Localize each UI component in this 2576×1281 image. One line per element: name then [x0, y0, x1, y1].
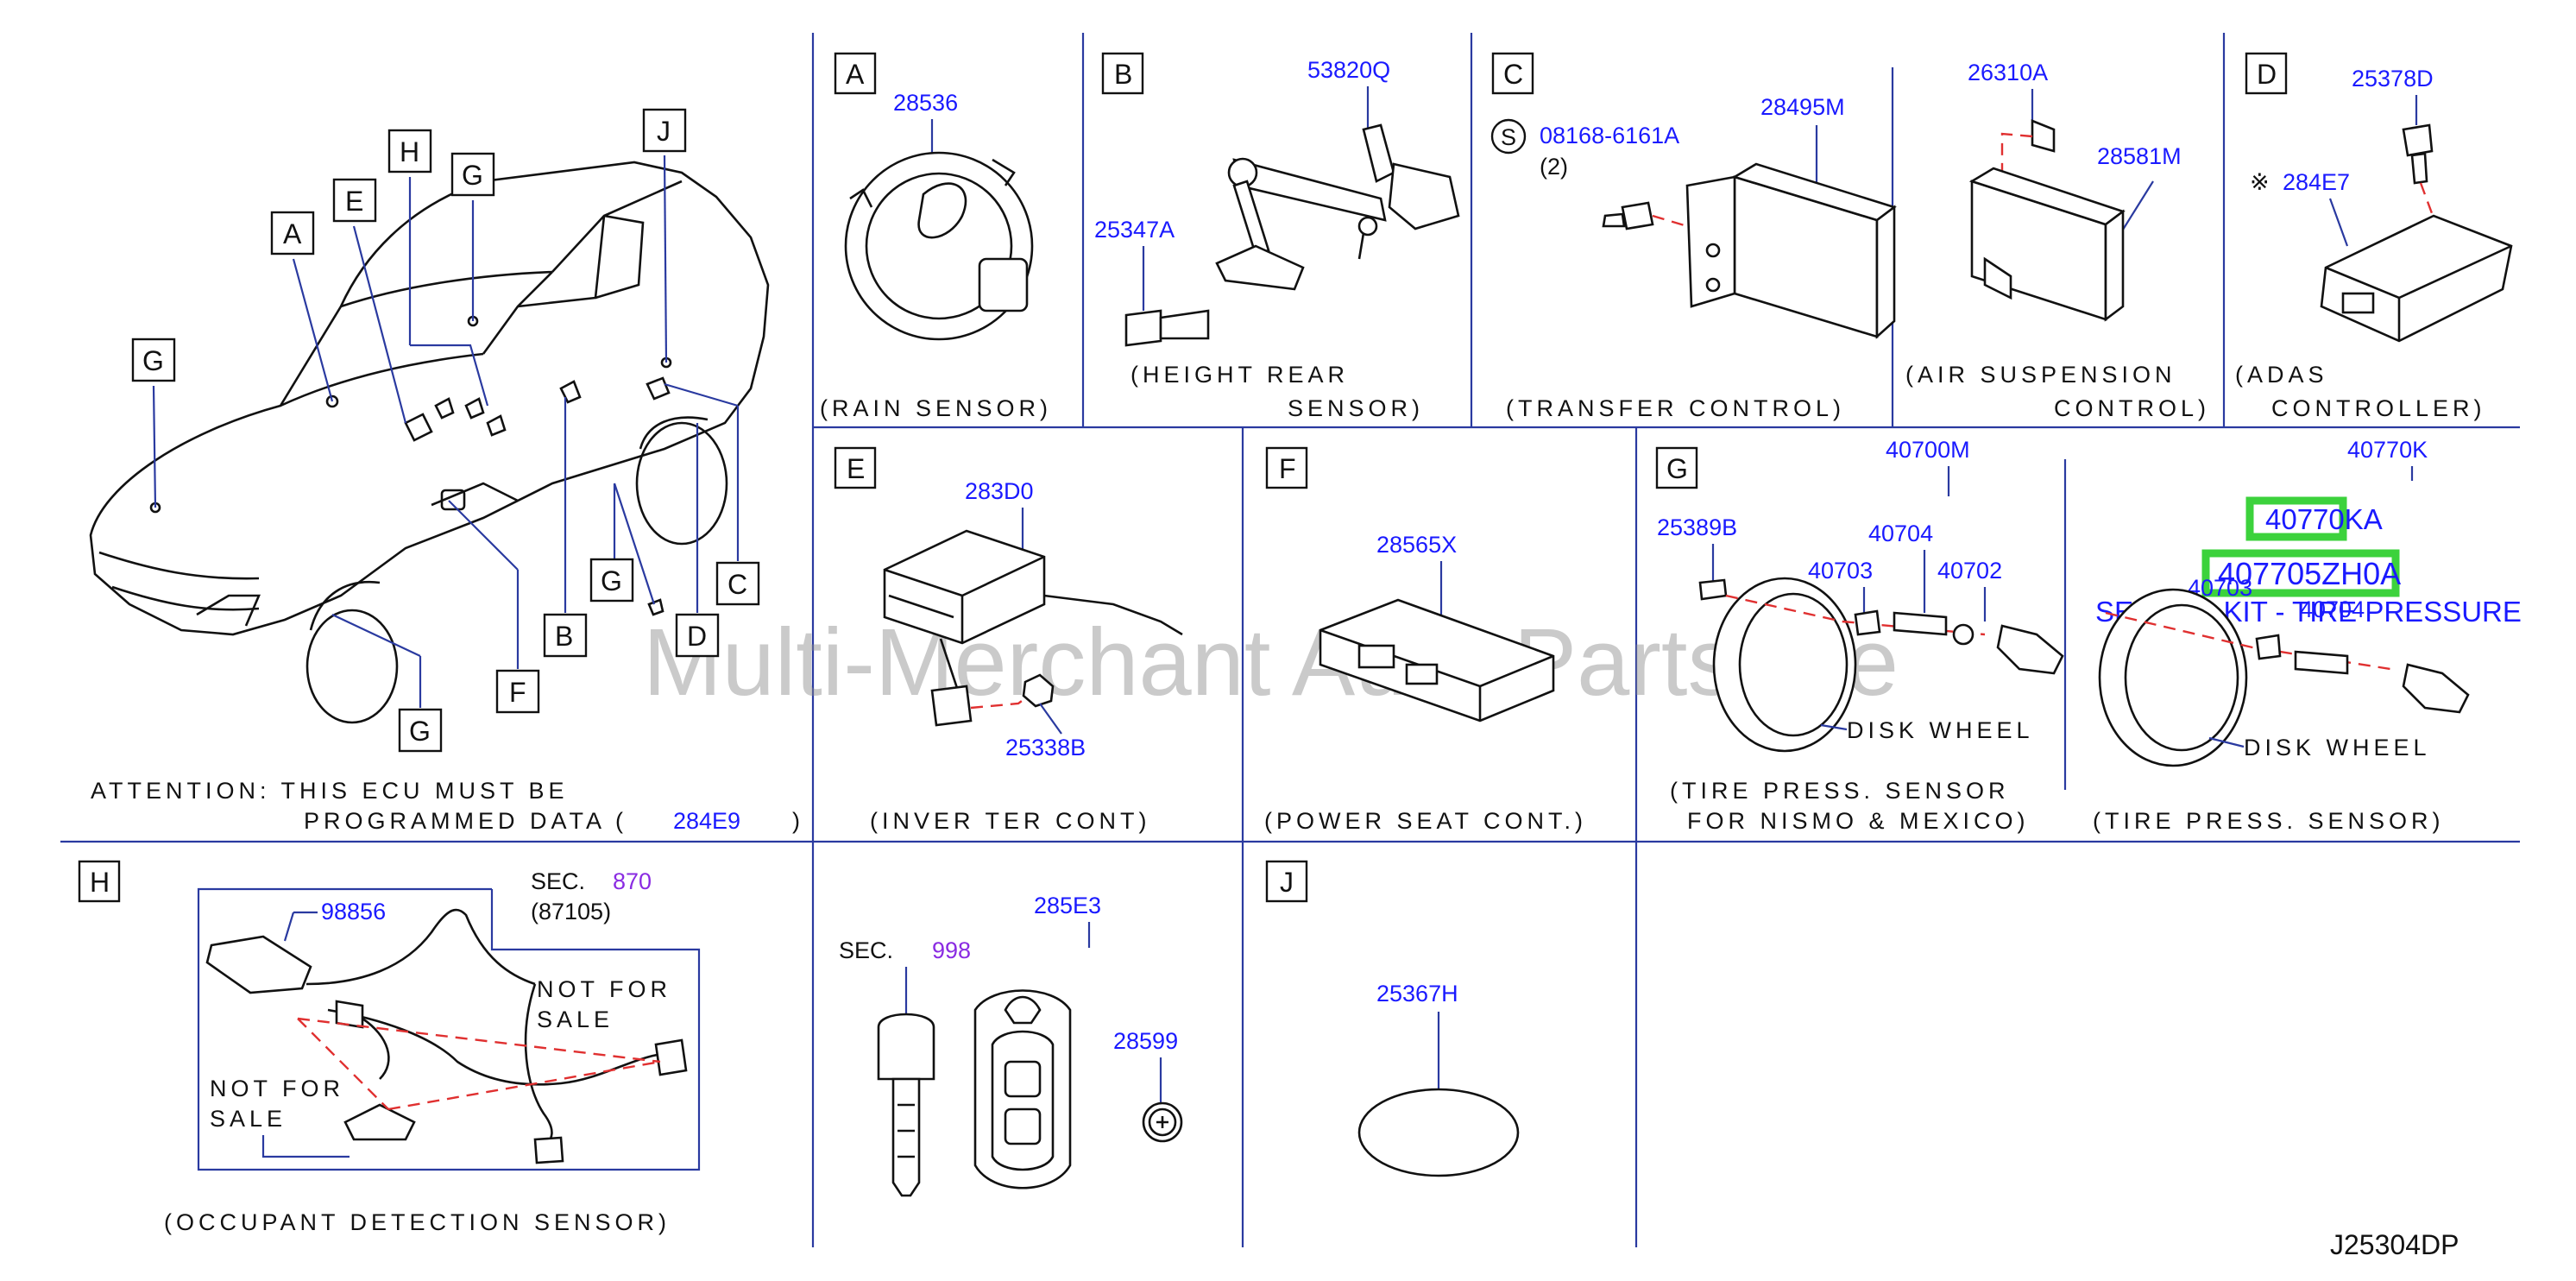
highlight-40770KA: 40770KA — [2265, 503, 2383, 535]
not-for-sale-1a: NOT FOR — [537, 976, 671, 1002]
section-key: SEC. 998 285E3 28599 — [839, 893, 1183, 1197]
section-c: C S 08168-6161A (2) 28495M (TRANSFER CON… — [1490, 52, 2210, 421]
part-25347A: 25347A — [1094, 217, 1175, 243]
callout-b: B — [555, 621, 573, 652]
part-28581M: 28581M — [2097, 143, 2182, 169]
callout-a: A — [283, 218, 302, 249]
part-283D0: 283D0 — [965, 478, 1034, 504]
section-b: B 53820Q 25347A (HEIGHT REAR SENSOR) — [1094, 52, 1460, 421]
section-g-left: G 40700M 25389B 40704 40703 40702 DISK W… — [1655, 437, 2064, 834]
callout-e: E — [345, 186, 363, 217]
part-285E3: 285E3 — [1034, 893, 1101, 918]
part-40704-left: 40704 — [1868, 521, 1933, 546]
sec-998-ref: 998 — [932, 937, 971, 963]
caption-tire-press-sensor: (TIRE PRESS. SENSOR) — [2093, 808, 2445, 834]
part-25389B: 25389B — [1657, 514, 1737, 540]
sec-998-label: SEC. — [839, 937, 893, 963]
svg-text:E: E — [847, 453, 865, 484]
watermark: Multi-Merchant Auto Partstore — [643, 609, 1899, 716]
caption-inverter-cont: (INVER TER CONT) — [870, 808, 1151, 834]
attention-code: 284E9 — [673, 808, 740, 834]
overview-callouts: A E H G J G G C D B F G — [131, 108, 760, 753]
part-53820Q: 53820Q — [1307, 57, 1390, 83]
section-f: F 28565X (POWER SEAT CONT.) — [1264, 446, 1587, 834]
part-25378D: 25378D — [2352, 66, 2434, 92]
sub-ref-87105: (87105) — [531, 899, 611, 924]
svg-text:G: G — [1666, 453, 1688, 484]
callout-c: C — [727, 569, 747, 600]
part-40700M: 40700M — [1886, 437, 1970, 463]
diagram-code: J25304DP — [2330, 1229, 2459, 1260]
attention-line-2: PROGRAMMED DATA ( — [304, 808, 627, 834]
svg-text:B: B — [1114, 59, 1132, 90]
callout-f: F — [509, 677, 526, 708]
part-284E7: 284E7 — [2283, 169, 2350, 195]
part-40770K: 40770K — [2347, 437, 2428, 463]
part-28565X: 28565X — [1376, 532, 1457, 558]
not-for-sale-2a: NOT FOR — [210, 1076, 344, 1101]
caption-transfer-control: (TRANSFER CONTROL) — [1506, 395, 1845, 421]
disk-wheel-right: DISK WHEEL — [2244, 735, 2431, 760]
highlight-407705ZH0A: 407705ZH0A — [2218, 556, 2401, 591]
part-28495M: 28495M — [1760, 94, 1845, 120]
callout-g-front: G — [142, 345, 164, 376]
caption-adas-controller: CONTROLLER) — [2271, 395, 2486, 421]
part-25367H: 25367H — [1376, 981, 1458, 1006]
svg-text:F: F — [1279, 453, 1296, 484]
disk-wheel-left: DISK WHEEL — [1847, 717, 2034, 743]
section-h: H 98856 SEC. 870 (87105) NOT FOR SALE NO… — [78, 860, 701, 1235]
section-a: A 28536 (RAIN SENSOR) — [820, 52, 1052, 421]
section-j: J 25367H — [1265, 860, 1520, 1177]
sec-870-label: SEC. — [531, 868, 585, 894]
s-mark: S — [1501, 124, 1516, 150]
attention-close: ) — [792, 808, 804, 834]
caption-occupant-detection: (OCCUPANT DETECTION SENSOR) — [164, 1209, 671, 1235]
part-40702: 40702 — [1937, 558, 2002, 584]
svg-text:J: J — [1280, 867, 1294, 898]
svg-text:H: H — [90, 867, 110, 898]
callout-g-rear: G — [601, 565, 622, 596]
svg-text:C: C — [1503, 59, 1523, 90]
callout-g-bottom: G — [409, 716, 431, 747]
part-25338B: 25338B — [1005, 735, 1086, 760]
caption-height-rear-sensor: SENSOR) — [1288, 395, 1424, 421]
part-98856: 98856 — [321, 899, 386, 924]
sec-870-ref: 870 — [613, 868, 652, 894]
section-e: E 283D0 25338B (INVER TER CONT) — [834, 446, 1183, 834]
caption-adas: (ADAS — [2235, 362, 2328, 388]
part-26310A: 26310A — [1968, 60, 2048, 85]
section-g-right: 40770K 40770KA 407705ZH0A 40703 40704 SE… — [2093, 437, 2522, 834]
caption-air-suspension-control: CONTROL) — [2054, 395, 2210, 421]
bolt-qty: (2) — [1540, 154, 1568, 180]
caption-height-rear: (HEIGHT REAR — [1131, 362, 1349, 388]
caption-tire-press-nismo-2: FOR NISMO & MEXICO) — [1687, 808, 2030, 834]
caption-power-seat-cont: (POWER SEAT CONT.) — [1264, 808, 1587, 834]
asterisk-mark: ※ — [2250, 169, 2270, 195]
part-28599: 28599 — [1113, 1028, 1178, 1054]
not-for-sale-1b: SALE — [537, 1006, 614, 1032]
part-40703-left: 40703 — [1808, 558, 1873, 584]
part-08168-6161A: 08168-6161A — [1540, 123, 1679, 148]
callout-g-roof: G — [462, 160, 483, 191]
callout-h: H — [400, 136, 419, 167]
part-28536: 28536 — [893, 90, 958, 116]
part-40704-right: 40704 — [2300, 596, 2365, 622]
callout-j: J — [657, 116, 671, 147]
svg-text:D: D — [2257, 59, 2277, 90]
section-d: D 25378D ※ 284E7 (ADAS CONTROLLER) — [2235, 52, 2513, 421]
svg-text:A: A — [846, 59, 865, 90]
not-for-sale-2b: SALE — [210, 1106, 287, 1132]
callout-d: D — [687, 621, 707, 652]
caption-tire-press-nismo-1: (TIRE PRESS. SENSOR — [1670, 778, 2010, 804]
caption-air-suspension: (AIR SUSPENSION — [1905, 362, 2176, 388]
attention-line-1: ATTENTION: THIS ECU MUST BE — [91, 778, 569, 804]
caption-rain-sensor: (RAIN SENSOR) — [820, 395, 1052, 421]
